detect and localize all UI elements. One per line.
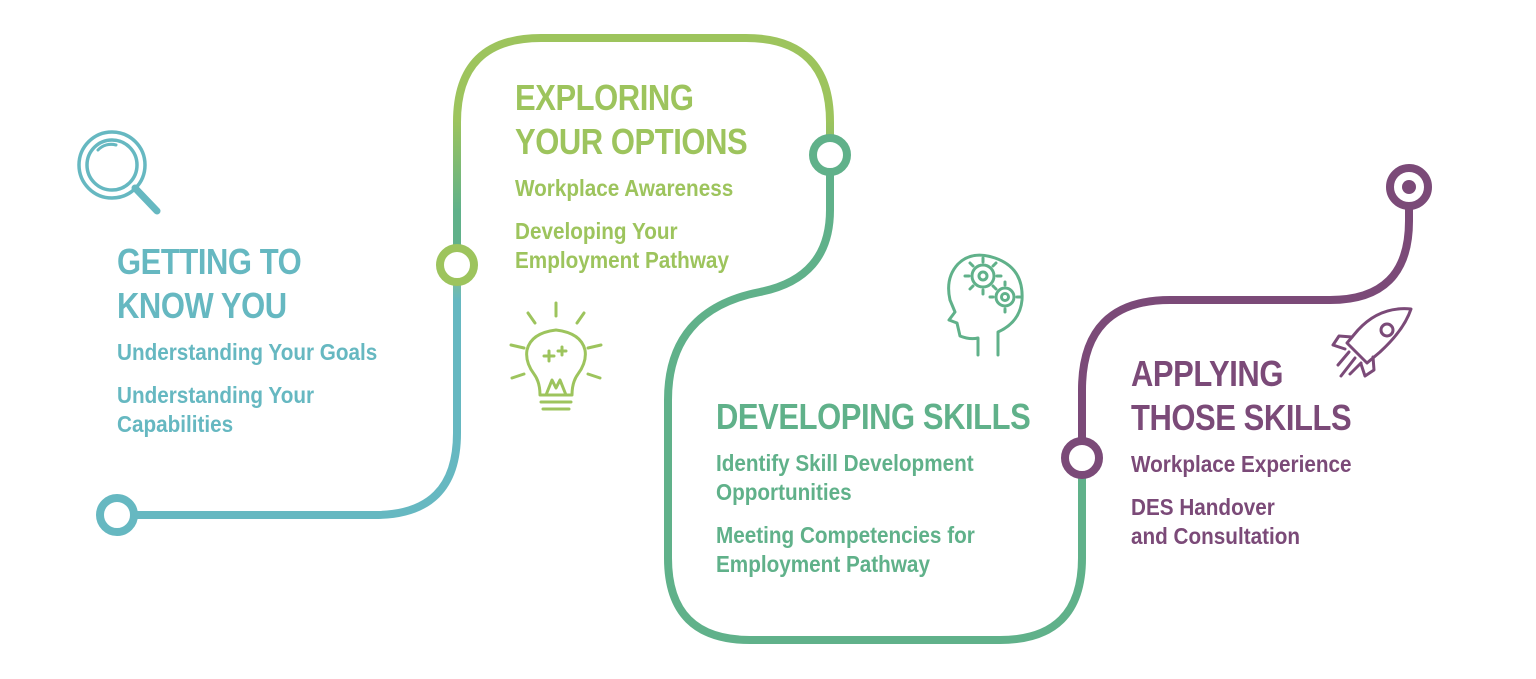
- stage-items: Workplace Experience DES Handover and Co…: [1131, 450, 1387, 551]
- stage-item: Meeting Competencies for Employment Path…: [716, 522, 975, 577]
- stage-applying-those-skills: APPLYING THOSE SKILLS Workplace Experien…: [1131, 352, 1387, 551]
- path-start-node: [96, 494, 138, 536]
- path-segment-green: [453, 34, 834, 269]
- path-node-applying: [1061, 437, 1103, 479]
- stage-title-line-2: KNOW YOU: [117, 285, 287, 326]
- stage-title: APPLYING THOSE SKILLS: [1131, 352, 1352, 440]
- magnifying-glass-icon: [77, 130, 161, 215]
- path-segment-mint: [664, 151, 1086, 644]
- stage-item: Workplace Awareness: [515, 175, 734, 201]
- stage-items: Identify Skill Development Opportunities…: [716, 449, 1082, 579]
- stage-item: Workplace Experience: [1131, 451, 1352, 477]
- stage-title: DEVELOPING SKILLS: [716, 395, 1031, 439]
- stage-item: Developing Your Employment Pathway: [515, 218, 729, 273]
- path-end-target: [1386, 164, 1432, 210]
- stage-item: Understanding Your Goals: [117, 339, 378, 365]
- stage-item: Identify Skill Development Opportunities: [716, 450, 974, 505]
- stage-title-line-2: YOUR OPTIONS: [515, 121, 748, 162]
- stage-item: Understanding Your Capabilities: [117, 382, 315, 437]
- stage-items: Understanding Your Goals Understanding Y…: [117, 338, 406, 439]
- path-node-exploring: [436, 244, 478, 286]
- stage-title-line-2: THOSE SKILLS: [1131, 397, 1352, 438]
- path-segment-teal: [113, 261, 461, 519]
- stage-exploring-your-options: EXPLORING YOUR OPTIONS Workplace Awarene…: [515, 76, 785, 275]
- head-gears-icon: [947, 253, 1024, 357]
- path-node-developing: [809, 134, 851, 176]
- stage-title-line-1: DEVELOPING SKILLS: [716, 396, 1031, 437]
- stage-title-line-1: EXPLORING: [515, 77, 694, 118]
- stage-getting-to-know-you: GETTING TO KNOW YOU Understanding Your G…: [117, 240, 406, 439]
- lightbulb-icon: [509, 301, 603, 411]
- stage-title: EXPLORING YOUR OPTIONS: [515, 76, 748, 164]
- stage-items: Workplace Awareness Developing Your Empl…: [515, 174, 785, 275]
- stage-developing-skills: DEVELOPING SKILLS Identify Skill Develop…: [716, 395, 1082, 579]
- rocket-icon: [1331, 307, 1413, 378]
- stage-title-line-1: APPLYING: [1131, 353, 1283, 394]
- path-segment-plum: [1078, 183, 1413, 462]
- stage-title-line-1: GETTING TO: [117, 241, 302, 282]
- stage-item: DES Handover and Consultation: [1131, 494, 1301, 549]
- stage-title: GETTING TO KNOW YOU: [117, 240, 366, 328]
